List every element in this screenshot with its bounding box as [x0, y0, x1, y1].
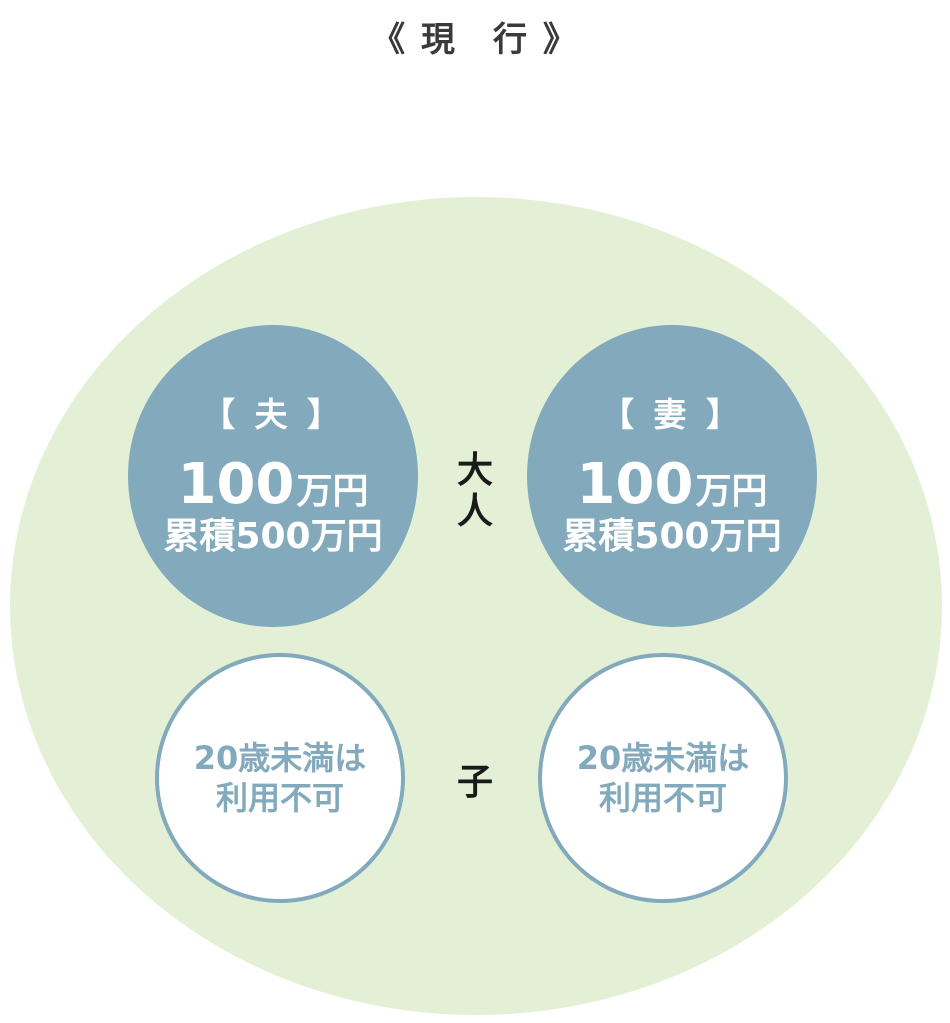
husband-circle: 【 夫 】 100万円 累積500万円	[128, 325, 418, 627]
diagram-title: 《 現 行 》	[371, 20, 579, 60]
husband-cumulative-limit: 累積500万円	[163, 515, 383, 557]
child-left-line1: 20歳未満は	[193, 739, 367, 777]
husband-limit-unit: 万円	[296, 470, 369, 512]
child-circle-left: 20歳未満は 利用不可	[155, 653, 405, 903]
child-left-line2: 利用不可	[215, 779, 344, 817]
wife-cumulative-limit: 累積500万円	[562, 515, 782, 557]
wife-circle: 【 妻 】 100万円 累積500万円	[527, 325, 817, 627]
wife-role-label: 【 妻 】	[601, 394, 743, 434]
husband-limit-number: 100	[177, 451, 295, 517]
household-ellipse	[10, 197, 942, 1015]
child-circle-right: 20歳未満は 利用不可	[538, 653, 788, 903]
adults-group-label: 大人	[456, 450, 493, 533]
child-right-line2: 利用不可	[598, 779, 727, 817]
wife-annual-limit: 100万円	[577, 456, 768, 513]
child-right-line1: 20歳未満は	[576, 739, 750, 777]
husband-role-label: 【 夫 】	[202, 394, 344, 434]
husband-annual-limit: 100万円	[178, 456, 369, 513]
wife-limit-number: 100	[576, 451, 694, 517]
children-group-label: 子	[456, 762, 493, 803]
wife-limit-unit: 万円	[695, 470, 768, 512]
